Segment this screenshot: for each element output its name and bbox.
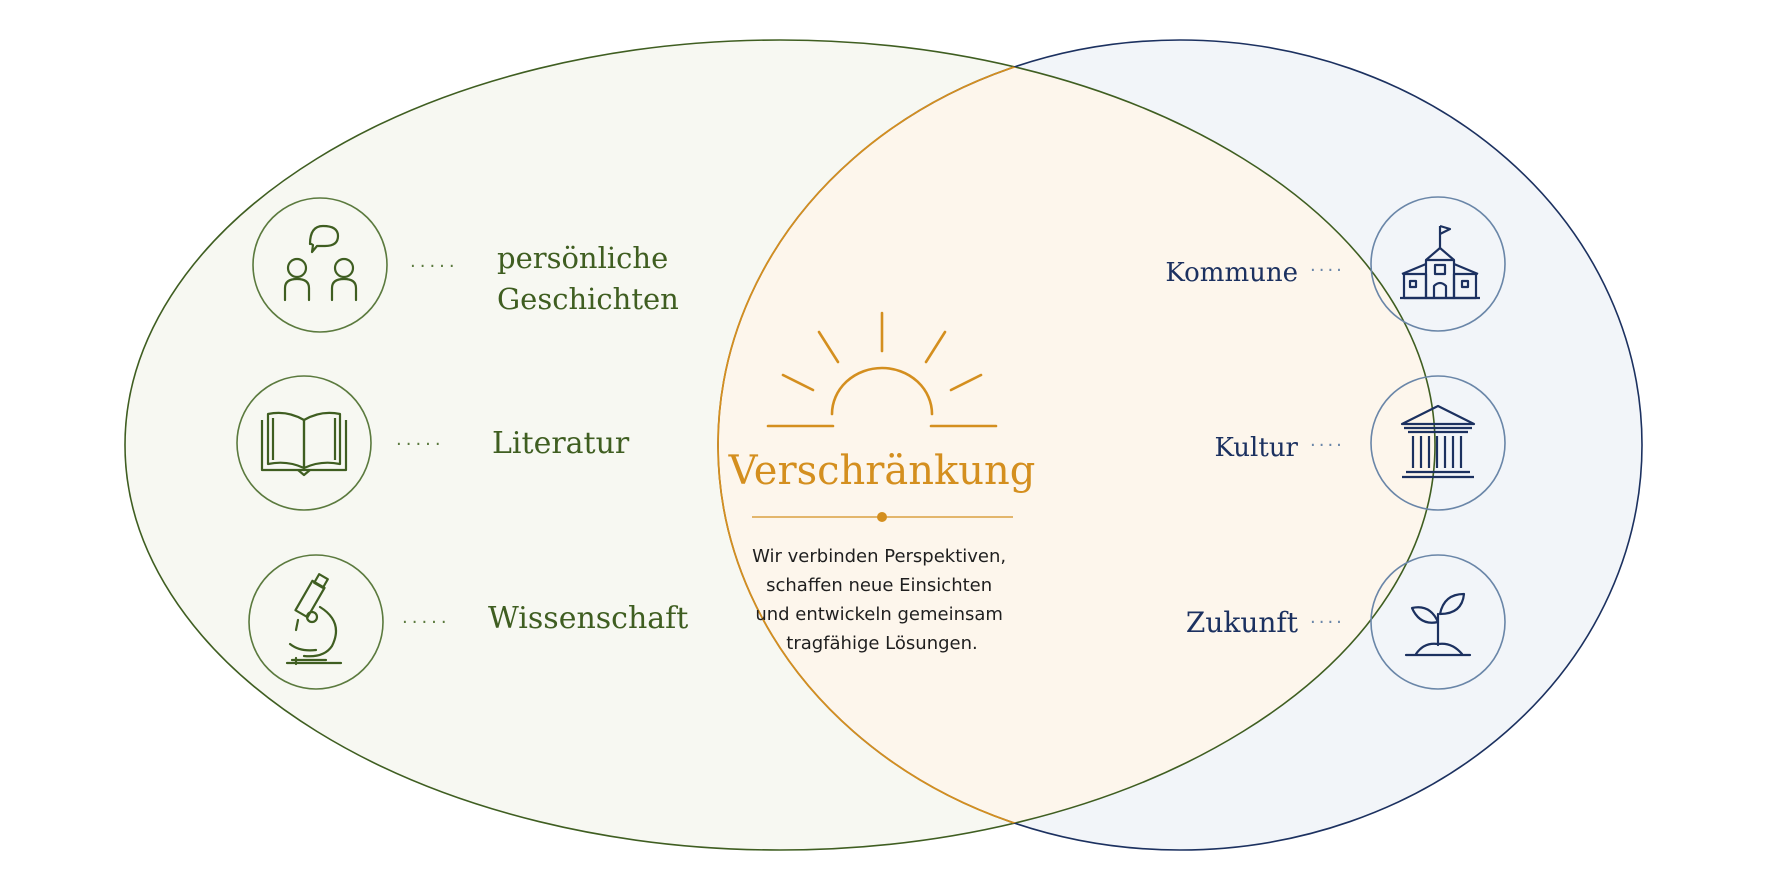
right-item-future: Zukunft ···· (1186, 554, 1506, 690)
left-item-stories: ····· persönliche Geschichten (252, 197, 679, 333)
left-item-label: Literatur (492, 426, 630, 461)
dotted-connector: ····· (402, 612, 451, 633)
people-speech-icon (283, 224, 358, 302)
town-hall-icon (1400, 224, 1480, 300)
left-set-outline (124, 39, 1436, 851)
sunrise-icon (766, 311, 998, 428)
svg-text:persönliche Geschichten: persönliche Geschichten (497, 241, 679, 316)
intersection-outline (717, 40, 1435, 850)
center-text-line: Wir verbinden Perspektiven, (752, 546, 1006, 567)
left-icon-circle (252, 197, 388, 333)
museum-columns-icon (1400, 404, 1476, 479)
left-icon-circle (236, 375, 372, 511)
left-item-label-line: persönliche (497, 241, 668, 275)
right-item-label: Zukunft (1186, 606, 1299, 639)
left-item-label-line: Geschichten (497, 282, 679, 316)
center-text-line: tragfähige Lösungen. (786, 633, 977, 654)
right-icon-circle (1370, 375, 1506, 511)
microscope-icon (285, 573, 343, 666)
dotted-connector: ···· (1310, 260, 1345, 281)
right-icon-circle (1370, 554, 1506, 690)
center-text-line: und entwickeln gemeinsam (755, 604, 1003, 625)
right-item-community: Kommune ···· (1165, 196, 1506, 332)
right-item-label: Kommune (1165, 258, 1298, 288)
open-book-icon (260, 411, 348, 477)
center-text-line: schaffen neue Einsichten (766, 575, 992, 596)
dotted-connector: ····· (410, 256, 459, 277)
dotted-connector: ···· (1310, 435, 1345, 456)
dotted-connector: ····· (396, 434, 445, 455)
title-divider (752, 512, 1013, 522)
left-item-label: Wissenschaft (488, 601, 688, 636)
right-item-label: Kultur (1214, 433, 1298, 463)
left-item-literature: ····· Literatur (236, 375, 630, 511)
dotted-connector: ···· (1310, 612, 1345, 633)
sprout-icon (1404, 592, 1472, 657)
center-block: Verschränkung Wir verbinden Perspektiven… (728, 311, 1036, 654)
left-item-science: ····· Wissenschaft (248, 554, 688, 690)
svg-text:Wir verbinden Perspektiven,: Wir verbinden Perspektiven, schaffen neu… (752, 546, 1012, 654)
center-title: Verschränkung (728, 448, 1036, 494)
right-item-culture: Kultur ···· (1214, 375, 1506, 511)
left-icon-circle (248, 554, 384, 690)
right-icon-circle (1370, 196, 1506, 332)
